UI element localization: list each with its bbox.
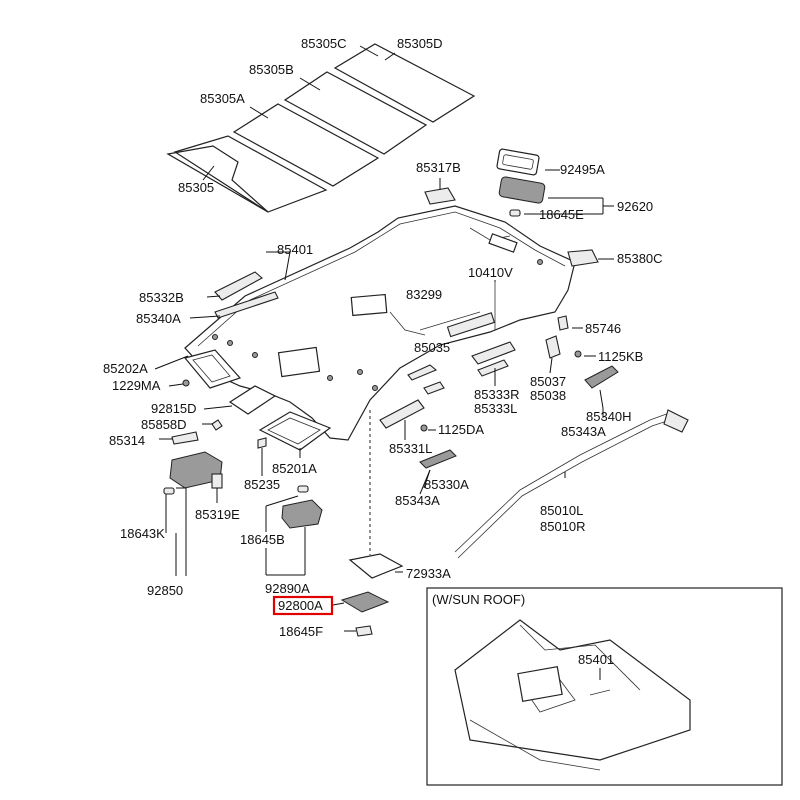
label-72933A: 72933A	[406, 566, 451, 581]
label-85340A: 85340A	[136, 311, 181, 326]
label-92495A: 92495A	[560, 162, 605, 177]
inset-sunroof	[426, 587, 783, 786]
label-18645E: 18645E	[539, 207, 584, 222]
label-18645B: 18645B	[240, 532, 285, 547]
center-lamp-parts	[265, 410, 404, 637]
label-92815D: 92815D	[151, 401, 197, 416]
label-85343A-mid: 85343A	[395, 493, 440, 508]
label-1125KB: 1125KB	[598, 349, 643, 364]
label-85010L: 85010L	[540, 503, 583, 518]
label-85332B: 85332B	[139, 290, 184, 305]
highlight-box	[272, 595, 334, 616]
label-83299: 83299	[406, 287, 442, 302]
label-85401: 85401	[277, 242, 313, 257]
leaders-roof-strips	[202, 45, 396, 181]
label-85330A: 85330A	[424, 477, 469, 492]
label-92620: 92620	[617, 199, 653, 214]
inset-title: (W/SUN ROOF)	[432, 592, 525, 607]
label-10410V: 10410V	[468, 265, 513, 280]
label-85319E: 85319E	[195, 507, 240, 522]
label-1125DA: 1125DA	[438, 422, 484, 437]
label-85380C: 85380C	[617, 251, 663, 266]
label-85746: 85746	[585, 321, 621, 336]
label-18643K: 18643K	[120, 526, 165, 541]
label-85037: 85037	[530, 374, 566, 389]
label-18645F: 18645F	[279, 624, 323, 639]
label-85401-inset: 85401	[578, 652, 614, 667]
label-85201A: 85201A	[272, 461, 317, 476]
label-85333L: 85333L	[474, 401, 517, 416]
label-85333R: 85333R	[474, 387, 520, 402]
label-1229MA: 1229MA	[112, 378, 161, 393]
label-92800A: 92800A	[278, 598, 323, 613]
label-85340H: 85340H	[586, 409, 632, 424]
label-85305C: 85305C	[301, 36, 347, 51]
label-85010R: 85010R	[540, 519, 586, 534]
label-85858D: 85858D	[141, 417, 187, 432]
label-85305: 85305	[178, 180, 214, 195]
right-side-parts	[379, 315, 689, 559]
label-85305B: 85305B	[249, 62, 294, 77]
headliner-main	[184, 205, 576, 441]
label-85038: 85038	[530, 388, 566, 403]
label-85305D: 85305D	[397, 36, 443, 51]
label-85314: 85314	[109, 433, 145, 448]
label-85202A: 85202A	[103, 361, 148, 376]
sunvisor-lamp-parts	[424, 148, 599, 267]
label-85305A: 85305A	[200, 91, 245, 106]
label-85235: 85235	[244, 477, 280, 492]
left-side-parts	[154, 251, 332, 576]
leaders-top-right	[439, 169, 614, 282]
label-85331L: 85331L	[389, 441, 432, 456]
label-92890A: 92890A	[265, 581, 310, 596]
part-labels: 85305C 85305D 85305B 85305A 85305 85317B…	[103, 36, 663, 667]
roof-panel-strips	[166, 43, 476, 213]
label-85035: 85035	[414, 340, 450, 355]
label-85343A-right: 85343A	[561, 424, 606, 439]
label-92850: 92850	[147, 583, 183, 598]
label-85317B: 85317B	[416, 160, 461, 175]
